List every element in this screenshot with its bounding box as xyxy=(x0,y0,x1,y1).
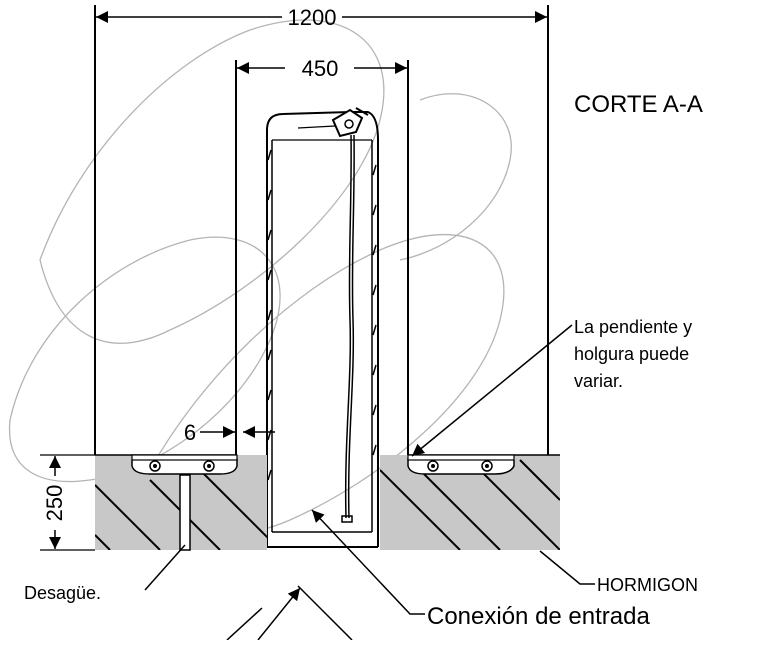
dimension-inner: 450 xyxy=(235,56,409,455)
slope-note-line-2: holgura puede xyxy=(574,344,689,364)
post-wall-hatching xyxy=(267,149,377,481)
slope-note: La pendiente y holgura puede variar. xyxy=(411,317,692,457)
callout-concrete: HORMIGON xyxy=(539,550,698,595)
callout-inlet-connection: Conexión de entrada xyxy=(311,509,650,630)
section-cut-marks xyxy=(226,585,353,641)
base-plate-right xyxy=(407,454,515,475)
slope-note-line-3: variar. xyxy=(574,371,623,391)
callout-inlet-label: Conexión de entrada xyxy=(427,603,650,630)
slope-note-line-1: La pendiente y xyxy=(574,317,692,337)
section-title: CORTE A-A xyxy=(574,91,703,118)
drain-pipe xyxy=(179,474,191,551)
callout-concrete-label: HORMIGON xyxy=(597,575,698,595)
dimension-inner-label: 450 xyxy=(302,56,339,81)
dimension-overall: 1200 xyxy=(94,5,549,455)
tap-and-hose xyxy=(297,107,369,523)
dimension-depth-label: 250 xyxy=(42,485,67,522)
dimension-depth xyxy=(40,454,95,551)
callout-drain: Desagüe. xyxy=(24,544,186,603)
dimension-gap-label: 6 xyxy=(184,420,196,445)
base-plate-left xyxy=(131,454,238,475)
callout-drain-label: Desagüe. xyxy=(24,583,101,603)
dimension-overall-label: 1200 xyxy=(288,5,337,30)
watermark-logo xyxy=(8,19,512,537)
